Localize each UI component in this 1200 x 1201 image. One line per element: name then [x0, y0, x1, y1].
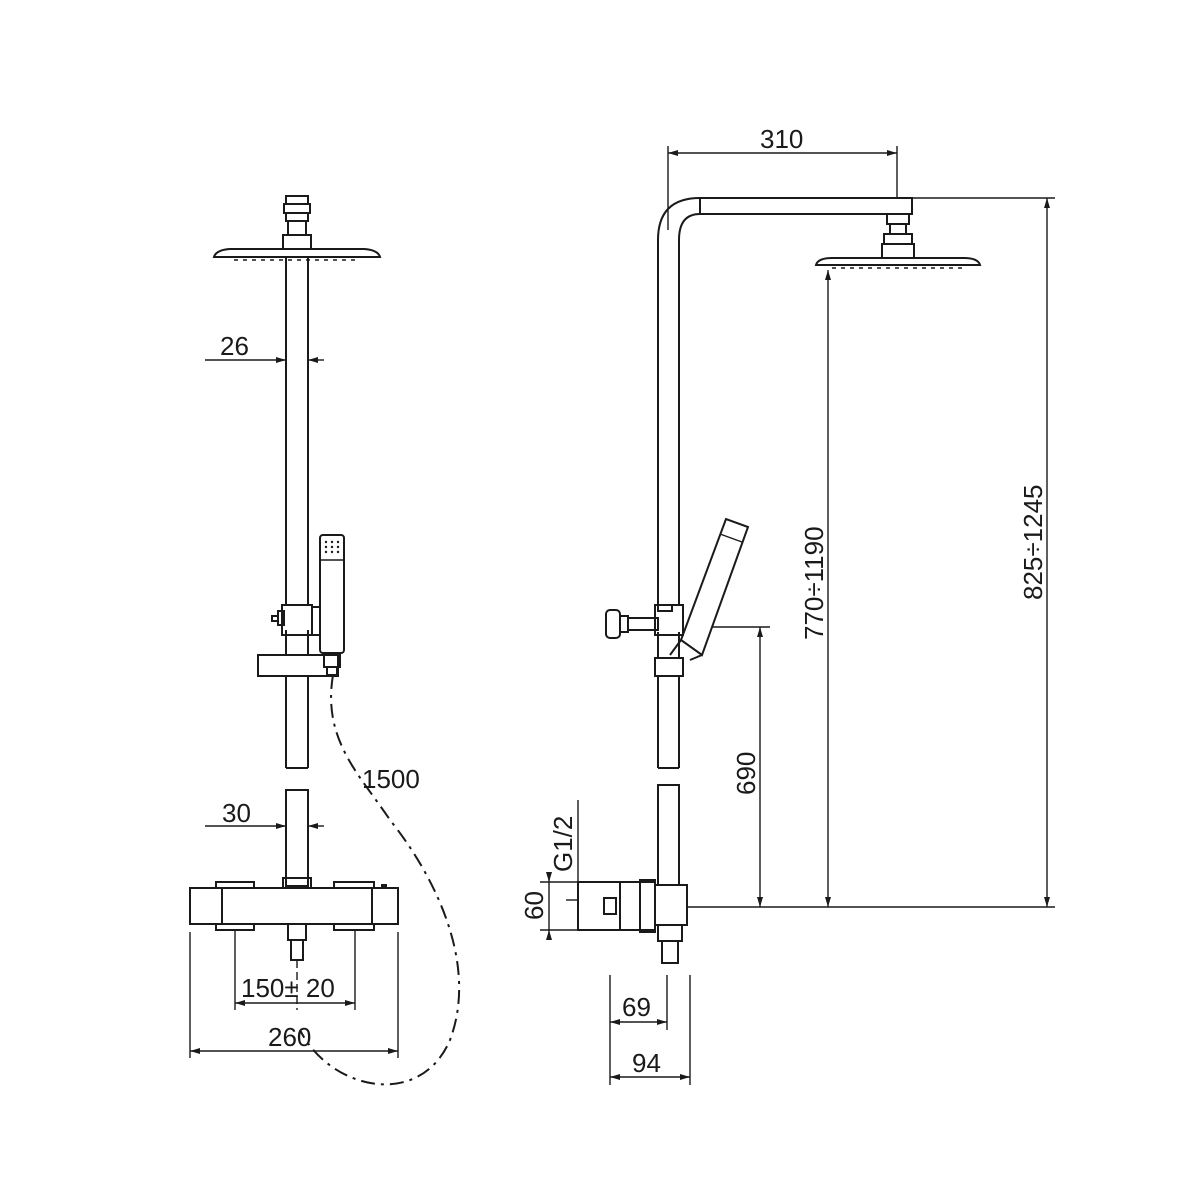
dim-hose-length-label: 1500	[362, 764, 420, 794]
dim-head-height-label: 770÷1190	[799, 526, 829, 640]
dim-thread: G1/2	[548, 800, 579, 930]
side-shelf	[654, 657, 684, 677]
dim-spacing: 150± 20	[234, 930, 356, 1010]
front-shelf	[257, 654, 339, 677]
dim-rod-diameter-label: 26	[220, 331, 249, 361]
dim-total-height: 825÷1245	[912, 197, 1055, 907]
side-hand-shower	[669, 517, 750, 661]
front-lower-pipe	[282, 789, 312, 889]
front-upper-rod	[285, 257, 309, 769]
dim-total-height-label: 825÷1245	[1018, 485, 1048, 601]
dim-thread-label: G1/2	[548, 816, 578, 872]
front-mixer	[189, 881, 399, 961]
front-shower-head	[212, 248, 382, 261]
dim-mixer-width: 260	[189, 932, 399, 1058]
front-view: 26 30 1500 150± 20 260	[189, 195, 461, 1086]
front-hose	[299, 674, 461, 1086]
dim-depth-large-label: 94	[632, 1048, 661, 1078]
side-view: 310 825÷1245 770÷1190 690 G1/2	[519, 124, 1055, 1085]
front-head-connector	[282, 195, 312, 250]
dim-rod-diameter: 26	[205, 331, 324, 363]
dim-spacing-label: 150± 20	[241, 973, 335, 1003]
dim-connector-height: 60	[519, 872, 578, 940]
side-lower-pipe	[657, 784, 680, 886]
front-slide-holder	[271, 604, 321, 636]
side-mixer-connector	[577, 879, 688, 964]
dim-depth-large: 94	[609, 975, 691, 1085]
side-slide-holder	[605, 604, 684, 639]
dim-holder-height: 690	[712, 626, 770, 907]
dim-depth-small-label: 69	[622, 992, 651, 1022]
side-column-arm	[657, 197, 913, 769]
dim-connector-height-label: 60	[519, 891, 549, 920]
dim-depth-small: 69	[609, 975, 668, 1030]
dim-arm-length-label: 310	[760, 124, 803, 154]
side-shower-head	[814, 257, 982, 269]
side-head-connector	[881, 213, 915, 259]
dim-head-height: 770÷1190	[799, 270, 831, 907]
dim-pipe-diameter-label: 30	[222, 798, 251, 828]
dim-arm-length: 310	[667, 124, 898, 230]
dim-mixer-width-label: 260	[268, 1022, 311, 1052]
dim-holder-height-label: 690	[731, 752, 761, 795]
dim-pipe-diameter: 30	[205, 798, 324, 829]
